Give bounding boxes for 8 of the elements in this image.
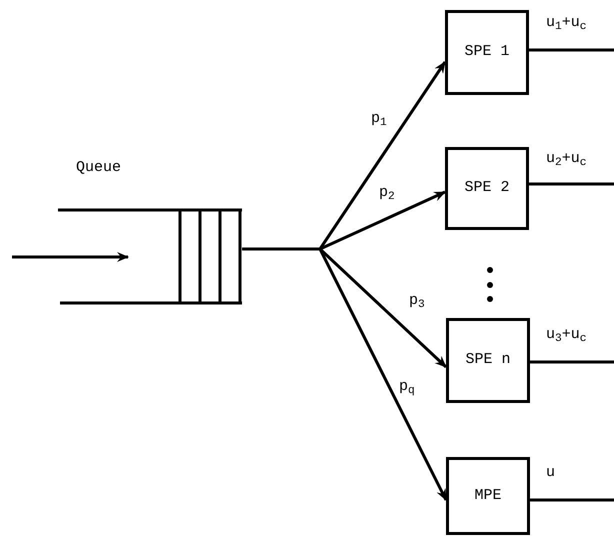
queue-label: Queue xyxy=(76,160,122,175)
processor-box: SPE 1 xyxy=(445,10,529,95)
queue xyxy=(58,160,242,305)
arrow xyxy=(242,248,448,501)
arrow xyxy=(12,252,129,262)
processor-box: SPE 2 xyxy=(445,147,529,230)
processor-box: MPE xyxy=(446,457,530,535)
processor-box: SPE n xyxy=(446,318,530,403)
